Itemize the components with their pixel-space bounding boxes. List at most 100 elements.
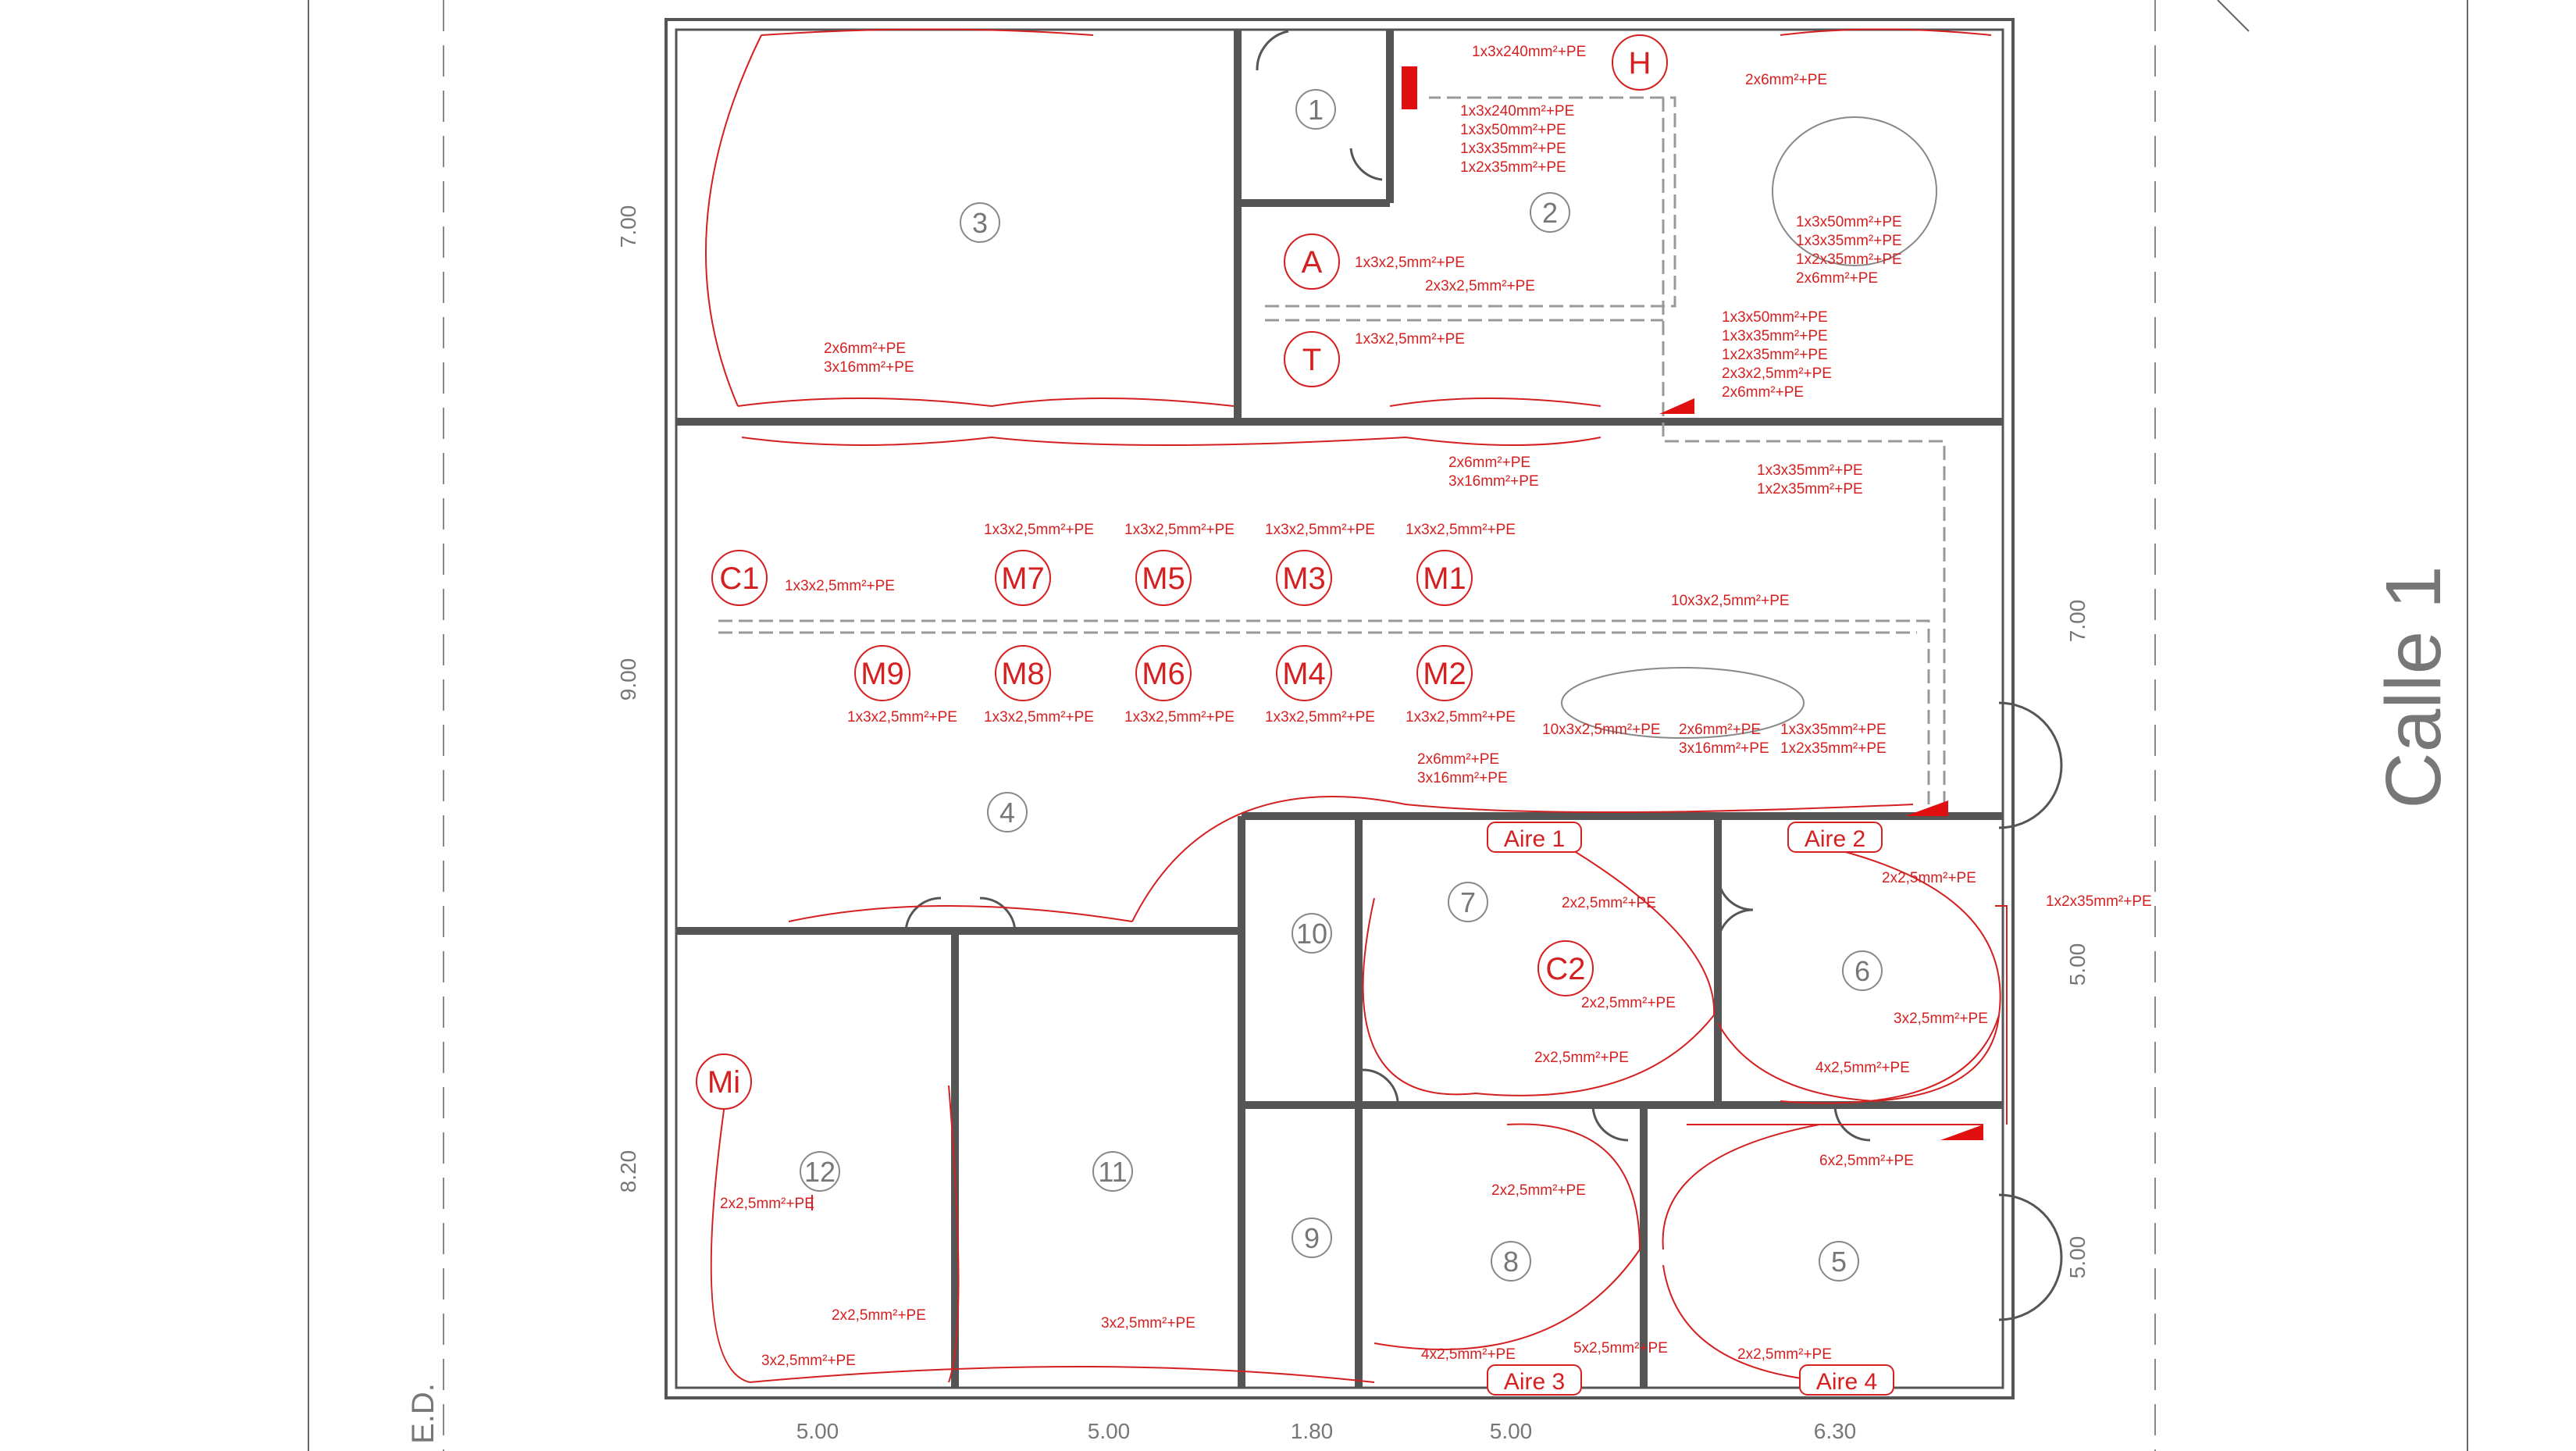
cable-r8: 2x2,5mm²+PE	[1491, 1182, 1586, 1199]
cable-mid-stack-3: 2x3x2,5mm²+PE	[1722, 365, 1832, 382]
cable-r6c: 4x2,5mm²+PE	[1815, 1060, 1910, 1076]
cable-r8c: 5x2,5mm²+PE	[1573, 1340, 1668, 1357]
dim-bottom-1: 5.00	[1088, 1419, 1131, 1443]
cable-m-bottom-1: 1x3x2,5mm²+PE	[984, 709, 1094, 726]
cable-r12b: 2x2,5mm²+PE	[832, 1307, 926, 1324]
room-9-number: 9	[1304, 1222, 1320, 1254]
cable-r12a: 2x2,5mm²+PE	[720, 1196, 814, 1212]
dim-left-0: 7.00	[616, 205, 640, 248]
board-aire-2-label: Aire 2	[1805, 826, 1865, 852]
cable-m-top-1: 1x3x2,5mm²+PE	[1124, 522, 1235, 538]
room-6-marker	[1842, 950, 1883, 991]
room-11-number: 11	[1098, 1156, 1127, 1188]
cable-right-vert: 1x2x35mm²+PE	[2046, 893, 2152, 910]
cable-lower-1: 3x16mm²+PE	[1417, 770, 1508, 786]
cable-bubble2-b-1: 3x16mm²+PE	[1679, 740, 1769, 757]
board-h-circle	[1612, 34, 1668, 91]
board-m5-circle	[1135, 550, 1192, 606]
cable-mid-stack-2: 1x2x35mm²+PE	[1722, 347, 1828, 363]
room-2-number: 2	[1542, 197, 1558, 229]
cable-r7c: 2x2,5mm²+PE	[1534, 1050, 1629, 1066]
room-1-marker	[1295, 89, 1336, 130]
cable-m-bottom-0: 1x3x2,5mm²+PE	[847, 709, 957, 726]
board-c2-circle	[1537, 940, 1594, 996]
board-mi-circle	[696, 1053, 752, 1110]
board-m1-circle	[1416, 550, 1473, 606]
room-4-marker	[987, 792, 1028, 832]
cable-ten: 10x3x2,5mm²+PE	[1671, 593, 1790, 609]
room-3-number: 3	[972, 207, 988, 239]
room-1-number: 1	[1308, 94, 1324, 126]
board-m4-circle	[1276, 645, 1332, 701]
cable-corridor-1: 3x16mm²+PE	[1448, 473, 1539, 490]
dim-bottom-3: 5.00	[1490, 1419, 1533, 1443]
cable-bubble2-c-0: 1x3x35mm²+PE	[1780, 722, 1887, 738]
cable-top-right: 2x6mm²+PE	[1745, 72, 1827, 88]
dim-left-2: 8.20	[616, 1150, 640, 1193]
detail-bubbles	[1561, 116, 1937, 739]
cable-lower-0: 2x6mm²+PE	[1417, 751, 1499, 768]
walls	[664, 18, 2015, 1399]
board-m5-label: M5	[1142, 562, 1185, 596]
room-8-number: 8	[1503, 1246, 1519, 1278]
cable-bubble1-3: 2x6mm²+PE	[1796, 270, 1878, 287]
board-t-label: T	[1302, 343, 1321, 377]
board-m4-label: M4	[1282, 657, 1326, 691]
board-m2-circle	[1416, 645, 1473, 701]
conduits	[718, 96, 1946, 804]
board-m8-circle	[995, 645, 1051, 701]
cable-h-stack-3: 1x2x35mm²+PE	[1460, 159, 1566, 176]
board-aire-1-label: Aire 1	[1504, 826, 1565, 852]
cable-a: 1x3x2,5mm²+PE	[1355, 255, 1465, 271]
dim-bottom-4: 6.30	[1814, 1419, 1857, 1443]
dim-right-1: 5.00	[2065, 943, 2090, 986]
room-5-marker	[1819, 1241, 1859, 1282]
cable-r5top: 6x2,5mm²+PE	[1819, 1153, 1914, 1169]
cable-t: 1x3x2,5mm²+PE	[1355, 331, 1465, 348]
cable-h-top: 1x3x240mm²+PE	[1472, 44, 1586, 60]
cable-r7b: 2x2,5mm²+PE	[1581, 995, 1676, 1011]
property-lines	[443, 0, 2156, 1451]
room-3-marker	[960, 202, 1000, 243]
room-8-marker	[1491, 1241, 1531, 1282]
board-aire-4-frame	[1799, 1364, 1894, 1396]
panel-markers	[1402, 66, 1983, 1140]
board-a-circle	[1284, 234, 1340, 290]
cable-h-stack-1: 1x3x50mm²+PE	[1460, 122, 1566, 138]
board-m3-label: M3	[1282, 562, 1326, 596]
cable-corridor-right-1: 1x2x35mm²+PE	[1757, 481, 1863, 497]
cable-room3-1: 3x16mm²+PE	[824, 359, 914, 376]
room-12-marker	[800, 1151, 840, 1192]
cable-bubble2-b-0: 2x6mm²+PE	[1679, 722, 1761, 738]
cable-mid-stack-0: 1x3x50mm²+PE	[1722, 309, 1828, 326]
cable-corridor-0: 2x6mm²+PE	[1448, 455, 1530, 471]
cable-r12c: 3x2,5mm²+PE	[761, 1353, 856, 1369]
dim-right-2: 5.00	[2065, 1236, 2090, 1279]
board-m9-circle	[854, 645, 910, 701]
cable-h-stack-2: 1x3x35mm²+PE	[1460, 141, 1566, 157]
board-m1-label: M1	[1423, 562, 1466, 596]
cable-bubble1-0: 1x3x50mm²+PE	[1796, 214, 1902, 230]
cable-m-top-3: 1x3x2,5mm²+PE	[1406, 522, 1516, 538]
room-12-number: 12	[804, 1156, 836, 1188]
board-m8-label: M8	[1001, 657, 1045, 691]
board-aire-3-frame	[1487, 1364, 1582, 1396]
room-2-marker	[1530, 192, 1570, 233]
cable-bubble1-2: 1x2x35mm²+PE	[1796, 251, 1902, 268]
cable-corridor-right-0: 1x3x35mm²+PE	[1757, 462, 1863, 479]
room-9-marker	[1292, 1217, 1332, 1258]
room-5-number: 5	[1831, 1246, 1847, 1278]
room-10-marker	[1292, 913, 1332, 954]
room-6-number: 6	[1855, 955, 1870, 987]
dim-left-1: 9.00	[616, 658, 640, 701]
cable-r6a: 2x2,5mm²+PE	[1882, 870, 1976, 886]
cable-room3-0: 2x6mm²+PE	[824, 340, 906, 357]
board-m6-circle	[1135, 645, 1192, 701]
board-m7-label: M7	[1001, 562, 1045, 596]
cable-c1: 1x3x2,5mm²+PE	[785, 578, 895, 594]
board-m6-label: M6	[1142, 657, 1185, 691]
board-m2-label: M2	[1423, 657, 1466, 691]
cable-r11: 3x2,5mm²+PE	[1101, 1315, 1195, 1332]
